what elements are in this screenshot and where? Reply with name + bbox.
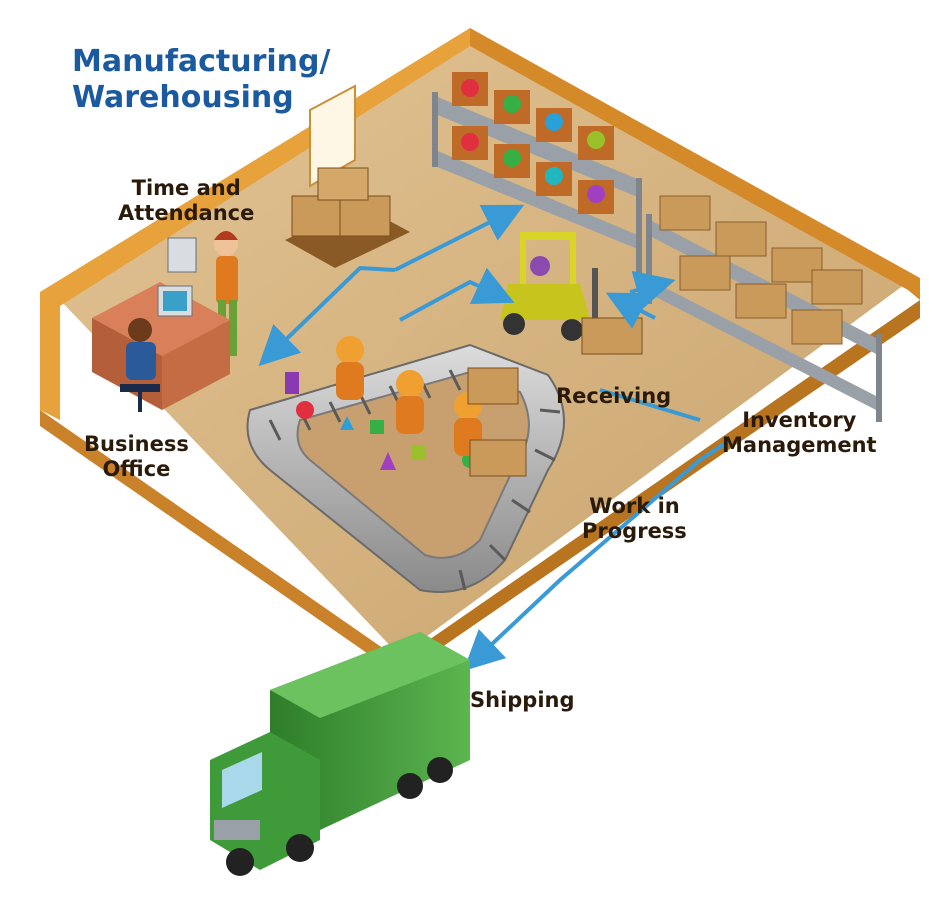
label-inventory-line-1: Inventory: [742, 408, 857, 432]
shipping-truck: [210, 632, 470, 876]
page-title: Manufacturing/ Warehousing: [72, 44, 330, 116]
label-time-attendance: Time and Attendance: [118, 176, 254, 226]
warehouse-floor: [60, 40, 908, 656]
label-business-office-line-2: Office: [102, 457, 171, 481]
right-wall: [470, 28, 920, 300]
flow-arrow-to-inventory: [599, 388, 701, 422]
parts-bins: [452, 72, 614, 214]
label-business-office: Business Office: [84, 432, 189, 482]
flow-arrows: [258, 204, 732, 671]
flow-arrow-to-shelves: [394, 204, 525, 272]
front-right-wall: [400, 300, 920, 676]
flow-arrow-to-shipping: [463, 438, 732, 671]
label-work-in-progress: Work in Progress: [582, 494, 687, 544]
flow-arrow-to-office: [258, 265, 396, 367]
label-shipping: Shipping: [470, 688, 575, 712]
flow-arrow-receiving-in: [629, 270, 676, 310]
pallet-boxes: [285, 167, 410, 268]
flow-arrow-to-forklift: [399, 267, 515, 322]
forklift: [500, 232, 643, 355]
label-time-attendance-line-2: Attendance: [118, 201, 255, 225]
title-line-1: Manufacturing/: [72, 44, 331, 79]
assembly-workers: [336, 336, 482, 456]
stored-boxes: [659, 195, 863, 345]
back-doorway: [309, 84, 356, 188]
office-desk: [92, 282, 230, 412]
conveyor-belt: [246, 336, 565, 593]
label-receiving: Receiving: [556, 384, 672, 408]
label-time-attendance-line-1: Time and: [131, 176, 241, 200]
label-inventory-management: Inventory Management: [722, 408, 877, 458]
label-business-office-line-1: Business: [84, 432, 189, 456]
label-inventory-line-2: Management: [722, 433, 877, 457]
title-line-2: Warehousing: [72, 80, 294, 115]
left-wall: [40, 28, 470, 420]
conveyor-items: [285, 372, 478, 470]
label-wip-line-2: Progress: [582, 519, 687, 543]
label-wip-line-1: Work in: [589, 494, 680, 518]
front-left-wall: [40, 410, 400, 676]
storage-shelves: [432, 72, 882, 422]
